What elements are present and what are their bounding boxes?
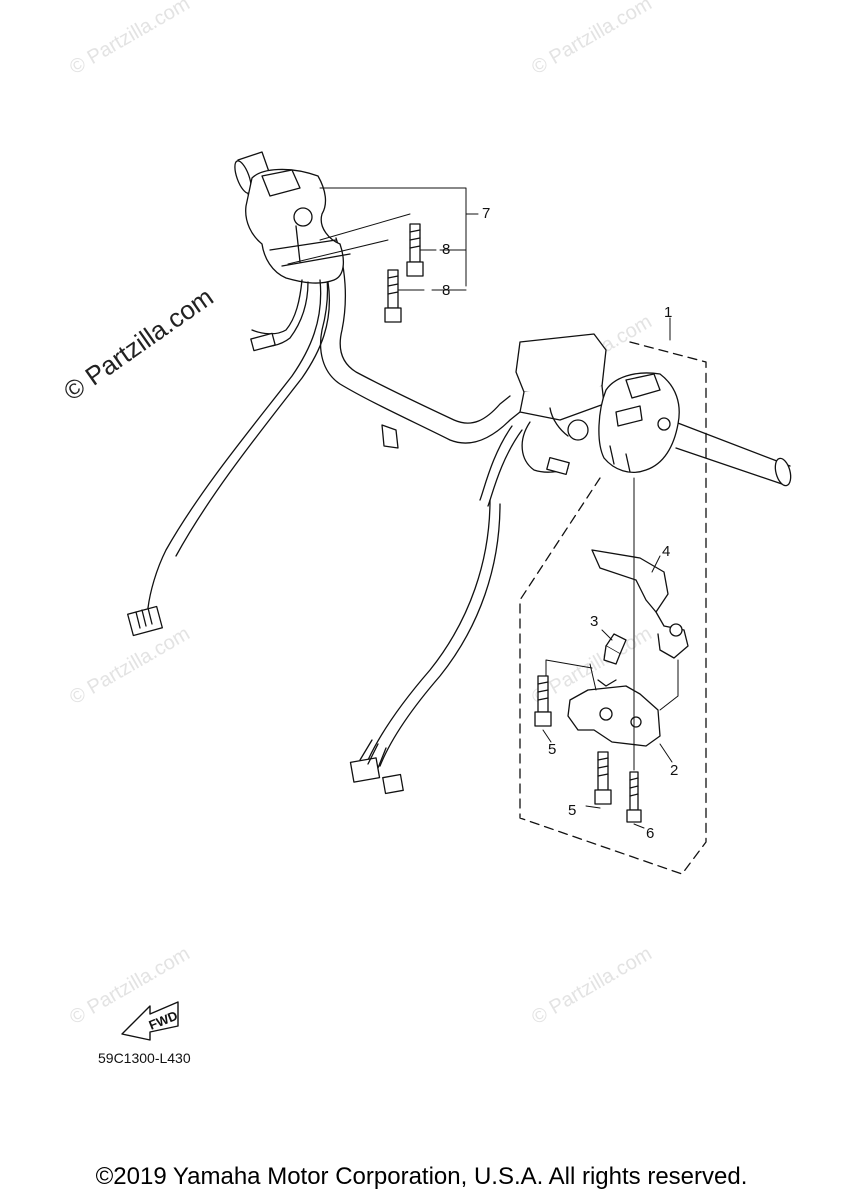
callout-6: 6 <box>646 825 655 842</box>
assembly-group-outline <box>519 341 707 875</box>
callout-8: 8 <box>442 241 451 258</box>
callout-4: 4 <box>662 543 671 560</box>
callout-2: 2 <box>670 762 679 779</box>
callout-7: 7 <box>482 205 491 222</box>
lever <box>591 549 689 659</box>
screw-6 <box>626 771 642 823</box>
screw-8-lower <box>384 269 402 323</box>
callout-1: 1 <box>664 304 673 321</box>
screw-5-bottom <box>594 751 612 805</box>
master-cylinder <box>515 333 607 441</box>
screw-5-left <box>534 675 552 727</box>
left-switch-assembly <box>127 168 351 637</box>
diagram-code: 59C1300-L430 <box>98 1050 191 1066</box>
screw-8-upper <box>406 223 424 277</box>
copyright-notice: ©2019 Yamaha Motor Corporation, U.S.A. A… <box>95 1163 748 1190</box>
pin <box>603 633 627 665</box>
callout-3: 3 <box>590 613 599 630</box>
handlebar <box>234 151 792 487</box>
callout-5: 5 <box>548 741 557 758</box>
leader-lines <box>287 187 679 829</box>
lever-holder <box>567 679 661 747</box>
callout-8: 8 <box>442 282 451 299</box>
fwd-arrow-icon <box>121 1001 179 1041</box>
right-switch-assembly <box>349 372 680 795</box>
callout-5: 5 <box>568 802 577 819</box>
